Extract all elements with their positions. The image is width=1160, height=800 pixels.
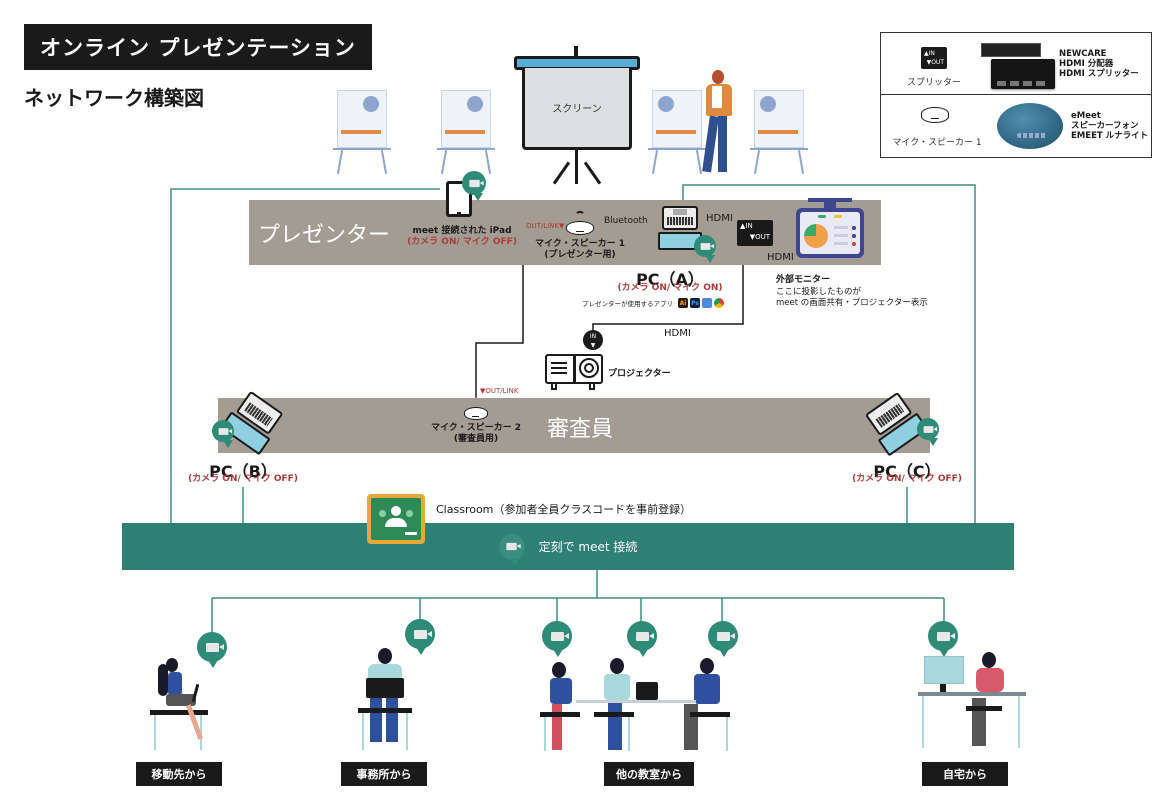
mic1-note: (プレゼンター用): [544, 250, 616, 260]
ipad-status: (カメラ ON/ マイク OFF): [407, 237, 517, 247]
location-tag-mobile: 移動先から: [136, 762, 222, 786]
easel-chart-icon: [750, 90, 808, 174]
google-meet-icon: [917, 418, 939, 446]
legend-mic-speaker-label: マイク・スピーカー 1: [892, 138, 982, 148]
pc-c-status: (カメラ ON/ マイク OFF): [852, 474, 962, 484]
photoshop-icon: Ps: [690, 298, 700, 308]
people-classroom-illustration: [540, 654, 740, 754]
mic-speaker-2-icon: [464, 407, 488, 420]
external-monitor-description: ここに投影したものが meet の画面共有・プロジェクター表示: [776, 287, 928, 309]
hdmi-label-splitter-monitor: HDMI: [767, 252, 794, 263]
wire-meet-distribution: [211, 570, 945, 632]
person-mobile-illustration: [148, 658, 228, 750]
location-tag-home: 自宅から: [922, 762, 1008, 786]
legend-splitter-label: スプリッター: [906, 78, 961, 88]
google-meet-icon: [197, 632, 227, 668]
location-tag-other-classroom: 他の教室から: [604, 762, 694, 786]
wire-pca-to-meet: [682, 184, 976, 523]
mic-speaker-1-icon: [566, 221, 594, 235]
page-title: オンライン プレゼンテーション: [24, 24, 372, 70]
location-tag-office: 事務所から: [341, 762, 427, 786]
judge-zone: [218, 398, 930, 453]
google-meet-icon: [462, 171, 486, 201]
google-meet-icon: [627, 621, 657, 657]
presenter-zone: [249, 200, 881, 265]
splitter-icon: ▲IN ▼OUT: [921, 47, 947, 69]
google-meet-icon: [708, 621, 738, 657]
monitor-desc-line-1: ここに投影したものが: [776, 287, 862, 297]
person-office-illustration: [356, 648, 416, 750]
presenter-person-illustration: [696, 70, 740, 176]
pc-c-name: PC（C）: [873, 462, 941, 481]
google-meet-icon: [405, 619, 435, 655]
splitter-out-label: ▼OUT: [749, 233, 770, 241]
projector-in-label: IN: [589, 333, 597, 340]
pc-a-status: (カメラ ON/ マイク ON): [617, 283, 723, 293]
bluetooth-label: Bluetooth: [604, 216, 648, 226]
legend-row-splitter: ▲IN ▼OUT スプリッター NEWCARE HDMI 分配器 HDMI スプ…: [881, 33, 1151, 95]
google-meet-icon: [928, 621, 958, 657]
projector-icon: [545, 354, 603, 390]
pc-a-apps: プレゼンターが使用するアプリ Ai Ps: [582, 298, 724, 308]
google-meet-icon: [212, 420, 234, 448]
mic2-label: マイク・スピーカー 2 (審査員用): [416, 423, 536, 445]
screen-label: スクリーン: [522, 68, 632, 150]
hdmi-splitter-icon: ▲IN ▼OUT: [737, 220, 773, 246]
pc-b-name: PC（B）: [209, 462, 277, 481]
mic2-port-label: ▼OUT/LINK: [480, 387, 519, 395]
google-meet-icon: [542, 621, 572, 657]
mic1-name: マイク・スピーカー 1: [534, 239, 626, 249]
pc-b-status: (カメラ ON/ マイク OFF): [188, 474, 298, 484]
laptop-pc-a-icon: [658, 206, 702, 252]
easel-chart-icon: [437, 90, 495, 174]
apps-label: プレゼンターが使用するアプリ: [582, 300, 673, 308]
pc-a-name: PC（A）: [636, 270, 704, 289]
hdmi-splitter-product-icon: [979, 41, 1055, 91]
emeet-speakerphone-product-icon: [997, 103, 1063, 149]
wire-splitter-to-projector: [592, 246, 744, 332]
google-meet-icon: [694, 235, 716, 263]
mic2-note: (審査員用): [453, 434, 499, 444]
easel-chart-icon: [648, 90, 706, 174]
judge-zone-label: 審査員: [547, 417, 614, 442]
illustrator-icon: Ai: [678, 298, 688, 308]
meet-connection-bar: 定刻で meet 接続: [122, 523, 1014, 570]
page-subtitle: ネットワーク構築図: [24, 86, 204, 110]
legend-row-mic-speaker: マイク・スピーカー 1 eMeet スピーカーフォン EMEET ルナライト: [881, 95, 1151, 157]
mic2-name: マイク・スピーカー 2: [430, 423, 522, 433]
splitter-out-label: ▼OUT: [926, 59, 944, 66]
projection-screen-icon: スクリーン: [514, 46, 640, 185]
splitter-in-label: ▲IN: [740, 222, 753, 230]
ipad-name: meet 接続された iPad: [412, 226, 512, 236]
google-meet-icon: [498, 533, 525, 566]
monitor-desc-line-2: meet の画面共有・プロジェクター表示: [776, 298, 928, 308]
external-monitor-icon: [796, 198, 864, 260]
projector-in-port-icon: IN ▼: [583, 330, 603, 350]
legend: ▲IN ▼OUT スプリッター NEWCARE HDMI 分配器 HDMI スプ…: [880, 32, 1152, 158]
easel-chart-icon: [333, 90, 391, 174]
google-classroom-icon: [367, 494, 425, 544]
projector-label: プロジェクター: [608, 369, 671, 379]
meet-bar-label: 定刻で meet 接続: [538, 540, 638, 554]
mic1-port-label: OUT/LINK▼: [526, 222, 565, 230]
chrome-icon: [714, 298, 724, 308]
presenter-zone-label: プレゼンター: [258, 223, 391, 248]
mic1-label: マイク・スピーカー 1 (プレゼンター用): [520, 239, 640, 261]
keynote-icon: [702, 298, 712, 308]
wire-ipad-to-meet: [170, 188, 440, 523]
classroom-label: Classroom（参加者全員クラスコードを事前登録）: [436, 503, 692, 516]
hdmi-label-splitter-projector: HDMI: [664, 328, 691, 339]
splitter-in-label: ▲IN: [924, 50, 935, 57]
legend-splitter-product: NEWCARE HDMI 分配器 HDMI スプリッター: [1059, 49, 1139, 79]
legend-mic-speaker-product: eMeet スピーカーフォン EMEET ルナライト: [1071, 111, 1149, 141]
hdmi-label-pca-splitter: HDMI: [706, 213, 733, 224]
person-home-illustration: [918, 652, 1028, 752]
ipad-label: meet 接続された iPad (カメラ ON/ マイク OFF): [392, 226, 532, 248]
wifi-icon: [575, 211, 585, 219]
mic-speaker-icon: [921, 107, 949, 123]
external-monitor-title: 外部モニター: [776, 275, 831, 285]
